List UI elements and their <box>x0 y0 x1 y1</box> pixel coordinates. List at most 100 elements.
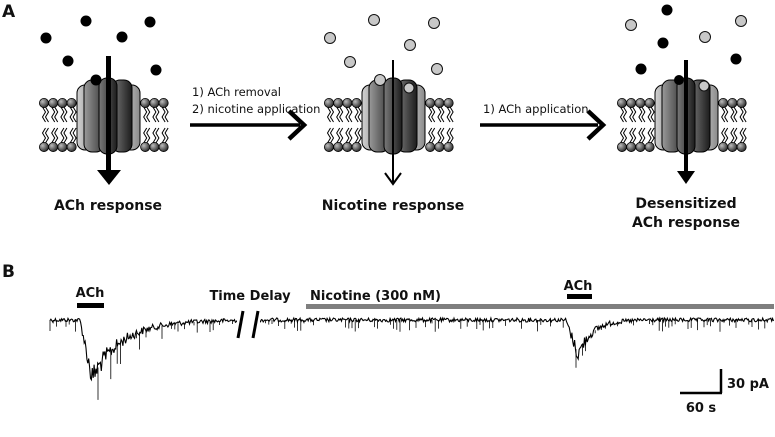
scale-current-label: 30 pA <box>727 377 769 392</box>
ach-application-bar-2 <box>567 294 592 299</box>
scale-bar: 30 pA 60 s <box>680 369 769 416</box>
membrane <box>323 98 454 152</box>
nicotine-molecule <box>404 39 416 51</box>
lipid-head <box>158 141 169 152</box>
lipid-head <box>727 98 738 109</box>
step-nicotine-application: 2) nicotine application <box>192 102 320 116</box>
nicotine-molecule <box>428 17 440 29</box>
ach-molecule <box>62 55 74 67</box>
nicotine-molecule <box>374 74 386 86</box>
lipid-head <box>425 141 436 152</box>
panel-a-label: A <box>2 2 16 22</box>
nicotine-molecules <box>324 14 443 94</box>
step-ach-application: 1) ACh application <box>483 102 589 116</box>
lipid-head <box>333 141 344 152</box>
lipid-head <box>48 98 59 109</box>
desensitized-caption-line-1: Desensitized <box>635 196 736 212</box>
lipid-head <box>57 98 68 109</box>
lipid-head <box>323 141 334 152</box>
ach-molecule <box>674 75 684 85</box>
ach-molecule <box>150 64 162 76</box>
ach-molecule <box>657 37 669 49</box>
ach-molecule <box>116 31 128 43</box>
nicotine-molecule <box>735 15 747 27</box>
ach-application-bar-1 <box>77 303 104 308</box>
ion-channel <box>654 77 719 155</box>
lipid-head <box>434 98 445 109</box>
lipid-head <box>48 141 59 152</box>
lipid-head <box>342 141 353 152</box>
panel-b-label: B <box>2 262 15 282</box>
nicotine-molecule <box>324 32 336 44</box>
nicotine-molecule <box>403 82 415 94</box>
ach-molecule <box>144 16 156 28</box>
lipid-head <box>736 141 747 152</box>
lipid-head <box>635 98 646 109</box>
ach-molecule <box>661 4 673 16</box>
lipid-head <box>718 141 729 152</box>
ach-molecule <box>730 53 742 65</box>
lipid-head <box>323 98 334 109</box>
lipid-head <box>443 98 454 109</box>
lipid-head <box>66 98 77 109</box>
lipid-head <box>57 141 68 152</box>
lipid-head <box>351 141 362 152</box>
lipid-head <box>626 141 637 152</box>
lipid-head <box>140 141 151 152</box>
lipid-head <box>635 141 646 152</box>
step-ach-removal: 1) ACh removal <box>192 85 281 99</box>
ach-molecule <box>40 32 52 44</box>
nicotine-application-bar <box>306 304 774 309</box>
ion-flow-arrow-large <box>97 56 121 185</box>
nicotine-response-caption: Nicotine response <box>322 198 464 214</box>
nicotine-molecule <box>699 31 711 43</box>
ion-flow-arrow-thin <box>384 60 402 186</box>
lipid-head <box>149 98 160 109</box>
ion-channel <box>76 77 141 155</box>
lipid-head <box>718 98 729 109</box>
lipid-head <box>434 141 445 152</box>
stage-ach: ACh response <box>39 15 169 214</box>
lipid-head <box>626 98 637 109</box>
lipid-head <box>39 98 50 109</box>
membrane <box>39 98 169 152</box>
lipid-head <box>644 98 655 109</box>
nicotine-molecule <box>698 80 710 92</box>
nicotine-molecule <box>344 56 356 68</box>
lipid-head <box>443 141 454 152</box>
lipid-head <box>342 98 353 109</box>
nicotine-label: Nicotine (300 nM) <box>310 289 441 304</box>
ion-flow-arrow-small <box>677 60 695 184</box>
lipid-head <box>617 98 628 109</box>
lipid-head <box>39 141 50 152</box>
lipid-head <box>644 141 655 152</box>
ach-label-1: ACh <box>76 286 105 301</box>
time-break-marks <box>236 308 260 340</box>
ach-response-caption: ACh response <box>54 198 162 214</box>
scale-time-label: 60 s <box>686 401 717 416</box>
process-arrow-2: 1) ACh application <box>480 102 607 141</box>
current-trace <box>49 316 775 400</box>
lipid-head <box>140 98 151 109</box>
lipid-head <box>66 141 77 152</box>
nicotine-molecule <box>431 63 443 75</box>
ach-molecule <box>90 74 102 86</box>
ach-molecules <box>40 15 162 86</box>
lipid-head <box>736 98 747 109</box>
membrane <box>617 98 747 152</box>
time-delay-label: Time Delay <box>209 289 291 304</box>
lipid-head <box>425 98 436 109</box>
nicotine-molecule <box>625 19 637 31</box>
stage-desensitized: Desensitized ACh response <box>617 4 747 231</box>
lipid-head <box>617 141 628 152</box>
lipid-head <box>351 98 362 109</box>
lipid-head <box>158 98 169 109</box>
ach-molecule <box>80 15 92 27</box>
lipid-head <box>727 141 738 152</box>
lipid-head <box>149 141 160 152</box>
stage-nicotine: Nicotine response <box>322 14 464 214</box>
desensitized-caption-line-2: ACh response <box>632 215 740 231</box>
nicotine-molecule <box>368 14 380 26</box>
ion-channel <box>361 77 426 155</box>
